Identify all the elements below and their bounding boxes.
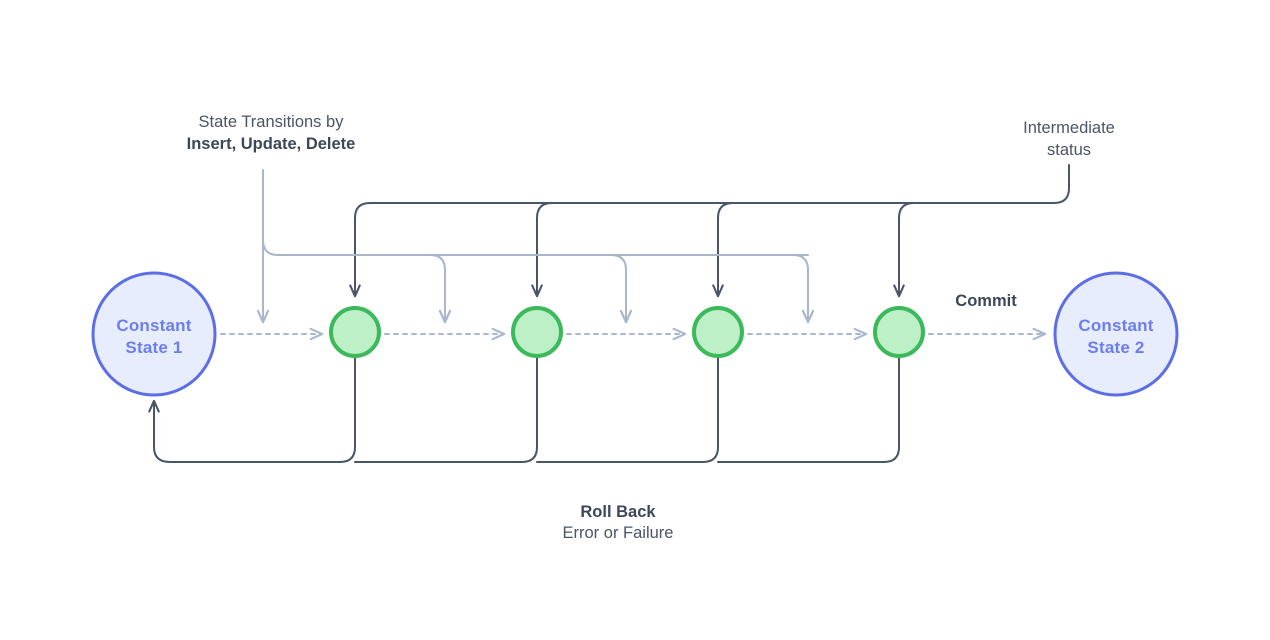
constant-state-1-group[interactable]: Constant State 1 [91,271,217,397]
state-transitions-line1: State Transitions by [199,113,345,131]
intermediate-status-line1: Intermediate [1023,119,1115,137]
constant-state-1-circle[interactable] [91,271,217,397]
transition-branch-1 [429,254,452,324]
intermediate-status-bus-group [349,164,1070,298]
status-edge-to-state-2 [531,202,553,298]
rollback-edge-from-state-1 [148,355,356,463]
roll-back-line1: Roll Back [580,503,656,521]
constant-state-2-label-line2: State 2 [1087,338,1144,357]
annotation-state-transitions: State Transitions by Insert, Update, Del… [187,113,356,153]
intermediate-state-2[interactable] [511,306,563,358]
constant-state-2-label-line1: Constant [1078,316,1153,335]
intermediate-state-3[interactable] [692,306,744,358]
rollback-edge-from-state-4 [717,355,900,463]
constant-state-2-circle[interactable] [1053,271,1179,397]
state-transitions-line2: Insert, Update, Delete [187,135,356,153]
status-edge-to-state-3 [712,202,734,298]
intermediate-status-line2: status [1047,141,1091,159]
intermediate-state-4[interactable] [873,306,925,358]
constant-state-1-label-line2: State 1 [125,338,182,357]
rollback-edge-from-state-3 [536,355,719,463]
intermediate-state-nodes [329,306,925,358]
status-edge-to-state-4 [893,202,915,298]
rollback-edge-from-state-2 [354,355,538,463]
annotation-roll-back: Roll Back Error or Failure [563,503,674,542]
constant-state-1-label-line1: Constant [116,316,191,335]
transition-branch-3 [792,254,815,324]
constant-state-2-group[interactable]: Constant State 2 [1053,271,1179,397]
transition-branch-2 [610,254,633,324]
annotation-intermediate-status: Intermediate status [1023,119,1115,159]
status-edge-to-state-1 [349,164,1070,298]
rollback-bus-group [148,355,900,463]
transition-bus-line [262,239,809,256]
annotation-commit: Commit [955,292,1017,310]
intermediate-state-1[interactable] [329,306,381,358]
state-transition-bus-group [256,169,815,324]
roll-back-line2: Error or Failure [563,524,674,542]
commit-label: Commit [955,292,1017,310]
